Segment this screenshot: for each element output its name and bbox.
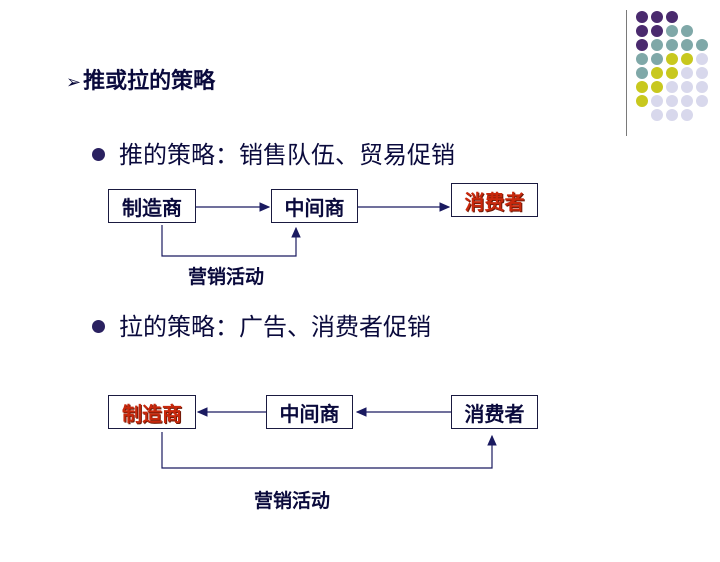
decorative-dot [636,11,648,23]
decorative-dot [651,81,663,93]
decorative-dot [696,81,708,93]
pull-consumer-box: 消费者 [451,395,538,429]
decorative-dot [666,39,678,51]
decorative-dot [636,53,648,65]
push-strategy-text: 推的策略：销售队伍、贸易促销 [119,141,455,169]
decorative-dot [696,39,708,51]
pull-activity-label: 营销活动 [254,490,331,512]
vertical-divider [626,10,627,136]
decorative-dot [636,25,648,37]
pull-intermediary-box: 中间商 [266,395,353,429]
decorative-dot [636,67,648,79]
decorative-dot [666,53,678,65]
decorative-dot [651,53,663,65]
decorative-dot [651,11,663,23]
decorative-dot [681,95,693,107]
slide-title: ➢推或拉的策略 [66,63,215,95]
pull-manufacturer-box: 制造商 [108,395,196,429]
push-intermediary-box: 中间商 [271,189,358,223]
decorative-dot [681,25,693,37]
decorative-dot [651,39,663,51]
decorative-dot [636,39,648,51]
decorative-dot [696,53,708,65]
decorative-dot [651,95,663,107]
decorative-dot [651,109,663,121]
push-activity-loop [161,225,301,257]
decorative-dot [696,67,708,79]
pull-strategy-text: 拉的策略：广告、消费者促销 [119,313,431,341]
slide-title-text: 推或拉的策略 [83,69,216,94]
arrow-bullet-icon: ➢ [66,72,82,93]
decorative-dot [666,95,678,107]
decorative-dot [666,67,678,79]
decorative-dot [681,39,693,51]
pull-strategy-bullet: 拉的策略：广告、消费者促销 [92,307,431,342]
push-consumer-box: 消费者 [451,183,538,217]
bullet-dot-icon [92,147,105,161]
decorative-dot [651,67,663,79]
decorative-dot [636,81,648,93]
push-manufacturer-box: 制造商 [108,189,196,223]
decorative-dot [696,95,708,107]
decorative-dot [636,95,648,107]
pull-activity-loop [161,432,497,469]
push-strategy-bullet: 推的策略：销售队伍、贸易促销 [92,135,455,170]
decorative-dot [666,25,678,37]
decorative-dot [666,81,678,93]
bullet-dot-icon [92,319,105,333]
decorative-dot [666,109,678,121]
decorative-dot [681,109,693,121]
decorative-dot [681,53,693,65]
decorative-dot [666,11,678,23]
decorative-dot [651,25,663,37]
push-activity-label: 营销活动 [188,266,265,288]
decorative-dot [681,81,693,93]
decorative-dot-grid [636,11,708,121]
decorative-dot [681,67,693,79]
